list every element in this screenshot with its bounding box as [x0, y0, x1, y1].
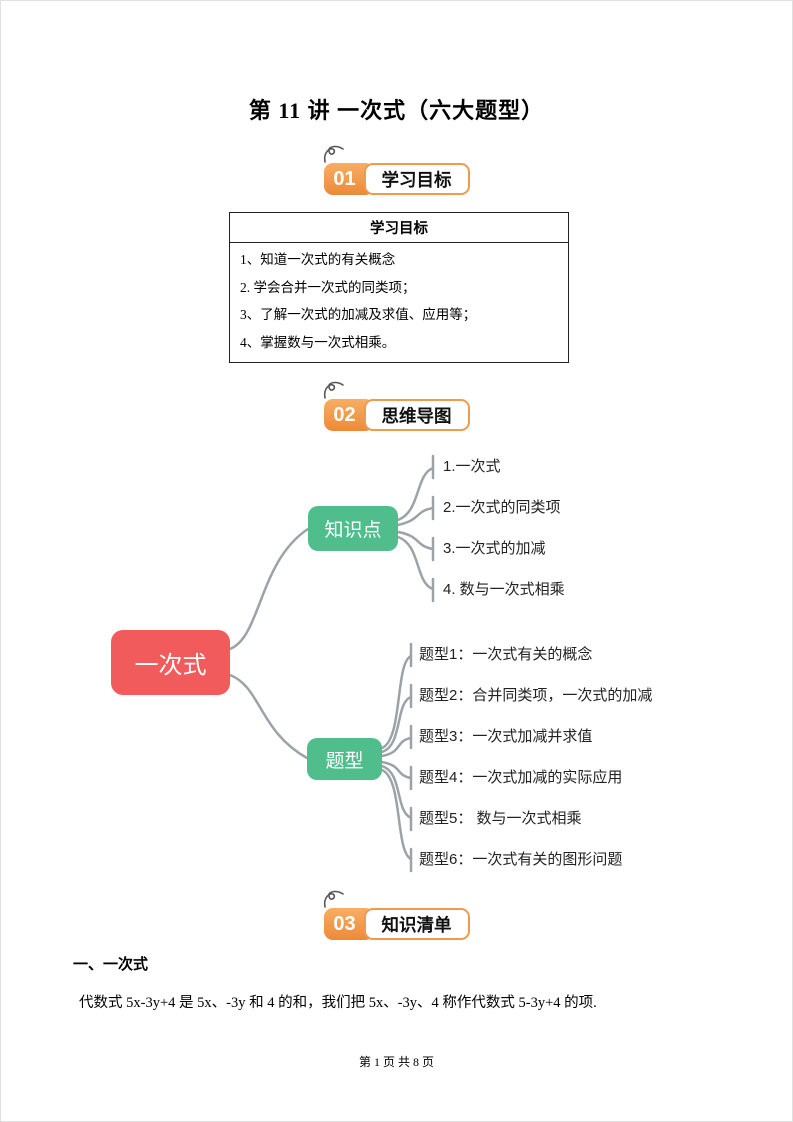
section-label: 知识清单: [363, 908, 470, 940]
mindmap-item: 题型3：一次式加减并求值: [419, 728, 593, 745]
page-footer: 第 1 页 共 8 页: [358, 1055, 434, 1069]
mindmap-item: 3.一次式的加减: [443, 540, 546, 557]
section-label: 学习目标: [363, 163, 470, 195]
mindmap-branch-knowledge: 知识点: [308, 506, 398, 551]
objective-item: 4、掌握数与一次式相乘。: [240, 334, 396, 350]
content-paragraph: 代数式 5x-3y+4 是 5x、-3y 和 4 的和，我们把 5x、-3y、4…: [79, 995, 597, 1011]
mindmap-item: 4. 数与一次式相乘: [443, 581, 565, 598]
mindmap-item: 题型6：一次式有关的图形问题: [419, 851, 623, 868]
objective-item: 2. 学会合并一次式的同类项；: [240, 279, 416, 295]
objective-item: 1、知道一次式的有关概念: [240, 252, 396, 267]
squiggle-icon: [323, 890, 344, 908]
section-badge-03: 03 知识清单: [323, 890, 470, 940]
section-badge-02: 02 思维导图: [323, 381, 470, 431]
mindmap-item: 题型4：一次式加减的实际应用: [419, 769, 623, 786]
objective-item: 3、了解一次式的加减及求值、应用等；: [240, 307, 477, 322]
mindmap-item: 题型5： 数与一次式相乘: [419, 810, 582, 827]
mindmap-item: 1.一次式: [443, 458, 501, 475]
objectives-table-header: 学习目标: [230, 213, 568, 243]
squiggle-icon: [323, 381, 344, 399]
mindmap-root-node: 一次式: [111, 630, 230, 695]
mindmap-item: 题型1：一次式有关的概念: [419, 646, 593, 663]
section-badge-01: 01 学习目标: [323, 145, 470, 195]
squiggle-icon: [323, 145, 344, 163]
mindmap-branch-topics: 题型: [307, 738, 382, 780]
objectives-list: 1、知道一次式的有关概念 2. 学会合并一次式的同类项； 3、了解一次式的加减及…: [230, 243, 568, 362]
content-heading: 一、一次式: [73, 957, 149, 973]
page-title: 第 11 讲 一次式（六大题型）: [248, 98, 545, 123]
mindmap-item: 2.一次式的同类项: [443, 499, 561, 516]
section-label: 思维导图: [363, 399, 470, 431]
objectives-table: 学习目标 1、知道一次式的有关概念 2. 学会合并一次式的同类项； 3、了解一次…: [229, 212, 569, 363]
mindmap-item: 题型2：合并同类项，一次式的加减: [419, 687, 653, 704]
